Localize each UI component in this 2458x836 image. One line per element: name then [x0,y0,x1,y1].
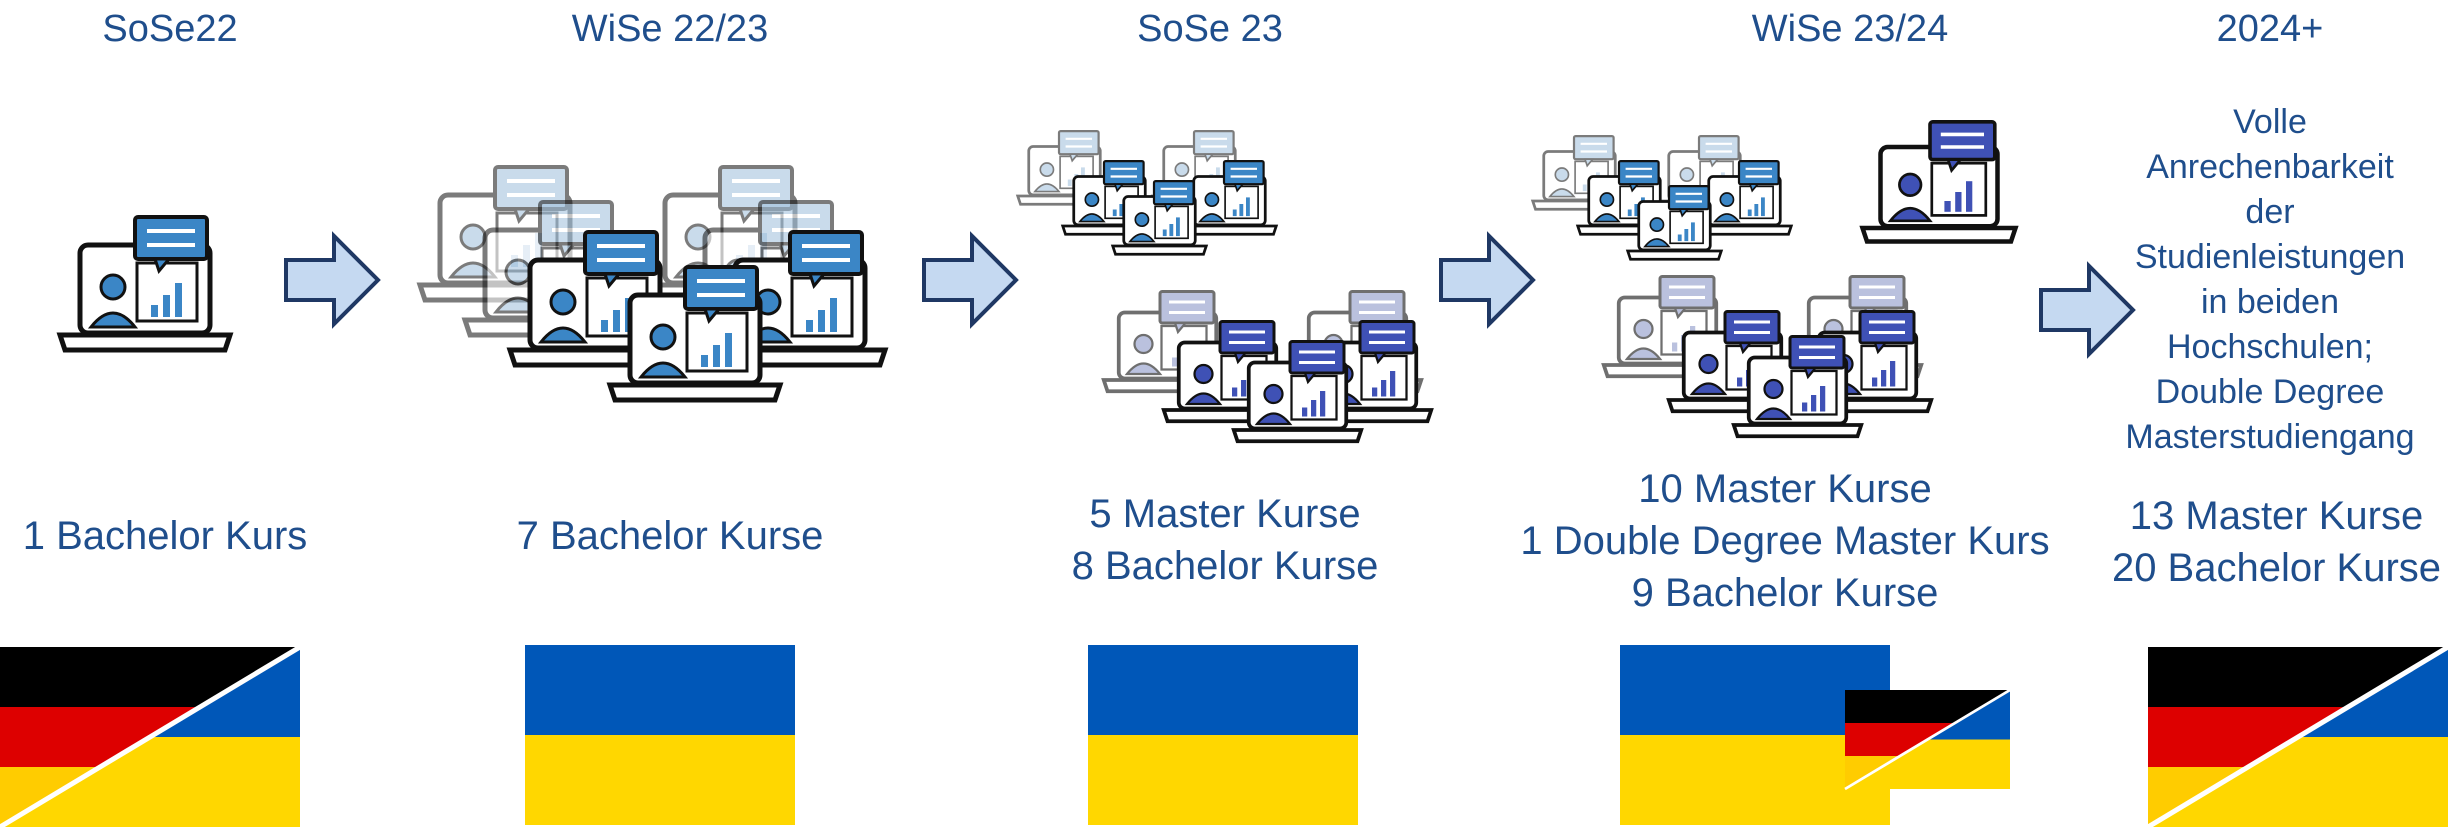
term-label-wise-23-24: WiSe 23/24 [1751,8,1949,50]
course-count-line: 1 Double Degree Master Kurs [1520,519,2050,563]
right-arrow-icon [1439,234,1535,326]
description-line: Anrechenbarkeit [2146,148,2394,186]
course-count-stage-2: 7 Bachelor Kurse [470,510,870,562]
course-count-line: 9 Bachelor Kurse [1631,571,1939,615]
description-line: Double Degree [2155,373,2385,411]
course-count-stage-1: 1 Bachelor Kurs [0,510,330,562]
germany-ukraine-flag-small [1845,690,2010,789]
term-label-wise-22-23: WiSe 22/23 [571,8,769,50]
germany-ukraine-flag [2148,647,2448,827]
right-arrow-icon [2039,264,2135,356]
final-stage-description: Volle Anrechenbarkeit der Studienleistun… [2110,100,2430,460]
germany-ukraine-flag [0,647,300,827]
ukraine-flag [525,645,795,825]
course-count-line: 1 Bachelor Kurs [22,514,308,558]
course-count-line: 20 Bachelor Kurse [2111,546,2442,590]
online-course-laptop-icon [1863,122,2016,242]
online-course-laptop-icon [60,217,230,350]
course-count-line: 8 Bachelor Kurse [1071,544,1379,588]
ukraine-flag [1088,645,1358,825]
right-arrow-icon [284,234,380,326]
description-line: in beiden [2200,283,2339,321]
course-count-line: 7 Bachelor Kurse [516,514,824,558]
course-count-stage-5: 13 Master Kurse 20 Bachelor Kurse [2095,490,2458,594]
description-line: Studienleistungen [2134,238,2406,276]
description-line: der [2245,193,2295,231]
right-arrow-icon [922,234,1018,326]
course-count-stage-4: 10 Master Kurse 1 Double Degree Master K… [1490,463,2080,619]
term-label-2024-plus: 2024+ [2216,8,2324,50]
course-count-line: 13 Master Kurse [2129,494,2424,538]
course-count-line: 5 Master Kurse [1089,492,1361,536]
description-line: Volle [2233,103,2307,141]
term-label-sose22: SoSe22 [102,8,238,50]
course-count-line: 10 Master Kurse [1638,467,1932,511]
description-line: Masterstudiengang [2125,418,2415,456]
term-label-sose23: SoSe 23 [1137,8,1283,50]
description-line: Hochschulen; [2166,328,2373,366]
course-count-stage-3: 5 Master Kurse 8 Bachelor Kurse [1030,488,1420,592]
